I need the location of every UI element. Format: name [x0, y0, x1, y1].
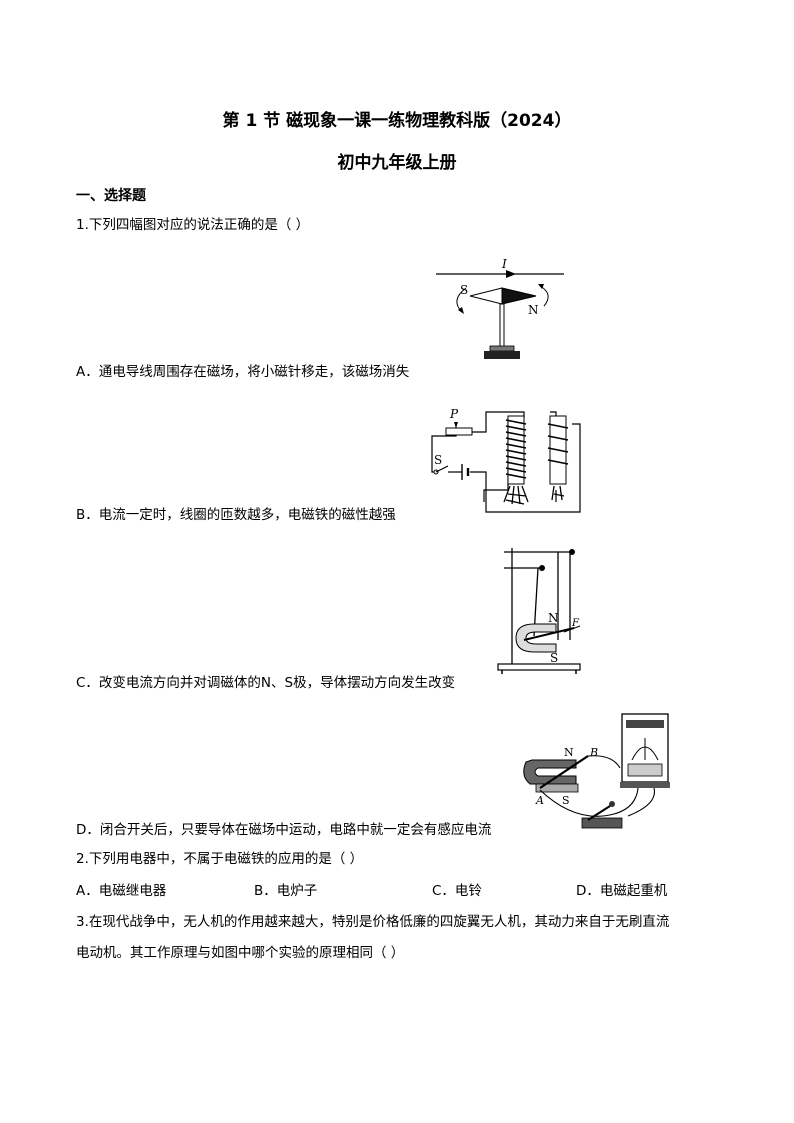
figure-d-end-b-label: B	[589, 746, 598, 759]
figure-c-north-label: N	[548, 611, 559, 625]
figure-b-switch-label: S	[434, 453, 442, 467]
question-3-stem-line-1: 3.在现代战争中，无人机的作用越来越大，特别是价格低廉的四旋翼无人机，其动力来自…	[76, 914, 670, 930]
question-3-stem-line-2: 电动机。其工作原理与如图中哪个实验的原理相同（ ）	[76, 945, 405, 961]
page-title: 第 1 节 磁现象一课一练物理教科版（2024）	[222, 111, 572, 131]
figure-a-current-label: I	[501, 257, 507, 271]
question-2-option-d: D．电磁起重机	[576, 883, 668, 899]
question-1-option-a: A．通电导线周围存在磁场，将小磁针移走，该磁场消失	[76, 364, 410, 380]
question-1-option-b: B．电流一定时，线圈的匝数越多，电磁铁的磁性越强	[76, 507, 396, 523]
figure-c-force-label: F	[571, 618, 580, 629]
question-1-stem: 1.下列四幅图对应的说法正确的是（ ）	[76, 217, 310, 233]
figure-c-south-label: S	[550, 651, 558, 665]
figure-d-south-label: S	[562, 794, 570, 807]
figure-d-induction: N B A S	[523, 713, 670, 829]
question-1-option-c: C．改变电流方向并对调磁体的N、S极，导体摆动方向发生改变	[76, 675, 456, 691]
question-1-option-d: D．闭合开关后，只要导体在磁场中运动，电路中就一定会有感应电流	[76, 822, 492, 838]
section-heading: 一、选择题	[76, 188, 146, 204]
question-2-option-c: C．电铃	[432, 883, 482, 899]
figure-b-electromagnets: P S	[431, 407, 581, 513]
question-2-stem: 2.下列用电器中，不属于电磁铁的应用的是（ ）	[76, 851, 364, 867]
figure-b-slider-label: P	[449, 407, 459, 421]
question-2-option-b: B．电炉子	[254, 883, 318, 899]
page-subtitle: 初中九年级上册	[337, 153, 457, 173]
figure-c-swing-conductor: N F S	[497, 548, 581, 674]
figure-d-end-a-label: A	[535, 794, 544, 807]
question-2-option-a: A．电磁继电器	[76, 883, 167, 899]
figure-d-north-label: N	[564, 746, 574, 759]
figure-a-north-label: N	[528, 303, 539, 317]
figure-a-compass-wire: I S N	[436, 257, 564, 359]
